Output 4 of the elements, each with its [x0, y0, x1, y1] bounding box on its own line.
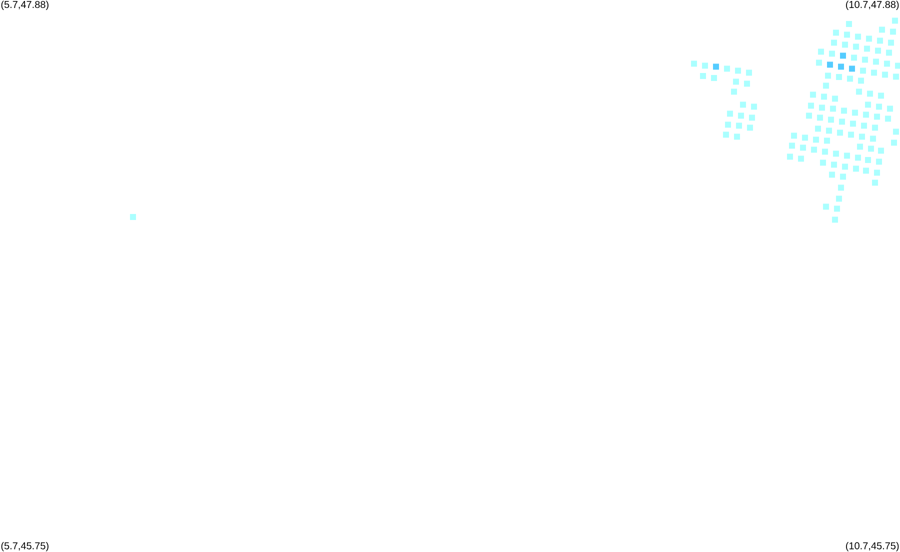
coordinate-label: (10.7,45.75) [846, 542, 899, 552]
coordinate-label: (5.7,45.75) [1, 542, 48, 552]
coordinate-label: (10.7,47.88) [846, 0, 899, 10]
coordinate-label: (5.7,47.88) [1, 0, 48, 10]
